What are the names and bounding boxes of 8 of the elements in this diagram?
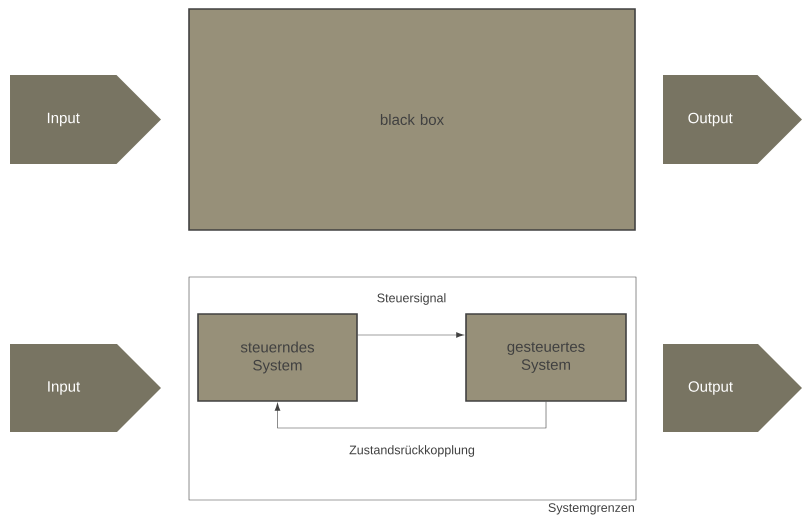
node-label: Systemgrenzen xyxy=(548,503,634,515)
edge-label: Zustandsrückkopplung xyxy=(348,444,476,458)
process-box: steuerndes System xyxy=(197,313,358,402)
process-box: black box xyxy=(188,8,636,231)
arrow xyxy=(358,332,464,338)
arrow xyxy=(274,402,546,428)
edge-label: Steuersignal xyxy=(376,292,448,306)
process-box: gesteuertes System xyxy=(465,313,627,402)
